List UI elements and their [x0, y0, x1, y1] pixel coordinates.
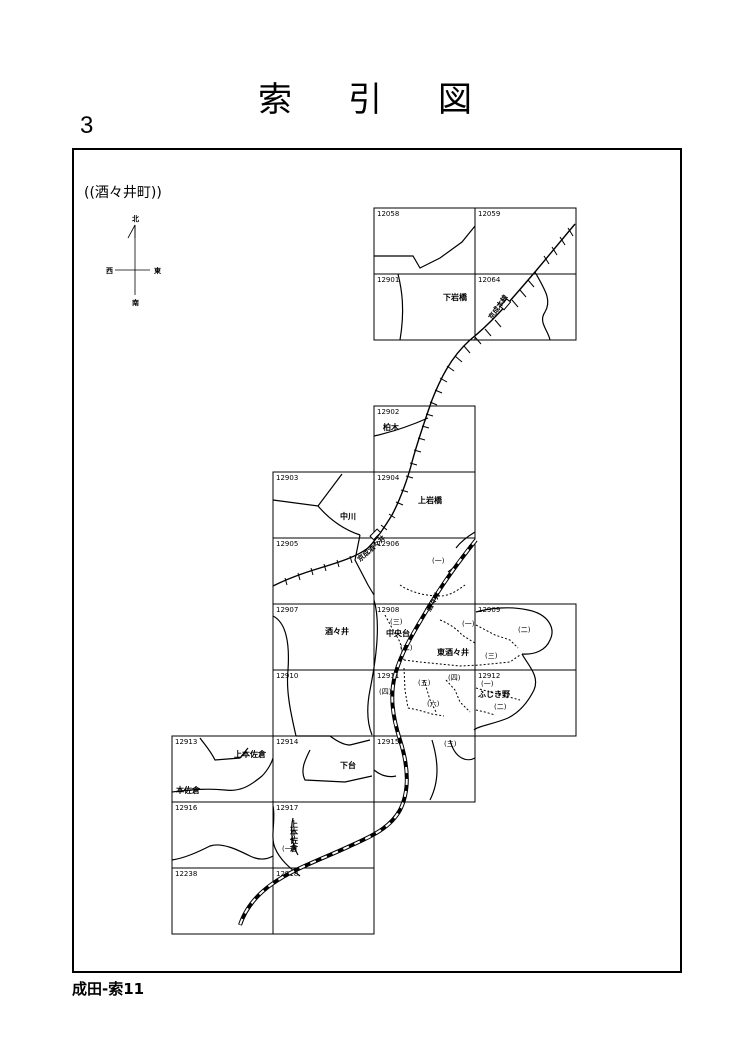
- map-frame: [72, 148, 682, 973]
- district-label: (四): [379, 688, 392, 696]
- jr-shisui-label: 酒々井: [424, 590, 442, 613]
- place-label: 上本佐倉: [234, 749, 267, 759]
- district-label: (二): [400, 644, 413, 652]
- sheet-number: 12059: [478, 210, 500, 218]
- sheet-number: 12904: [377, 474, 400, 482]
- sheet-number: 12064: [478, 276, 501, 284]
- sheet-grid: [171, 207, 577, 935]
- compass-icon: [115, 224, 150, 295]
- district-label: (二): [494, 703, 507, 711]
- title-char-1: 索: [258, 80, 292, 120]
- sheet-number: 12916: [175, 804, 198, 812]
- compass-south: 南: [132, 298, 139, 307]
- district-label: (一): [481, 680, 494, 688]
- sheet-number: 12915: [377, 738, 399, 746]
- keisei-railway: [272, 223, 576, 587]
- sheet-number: 12907: [276, 606, 298, 614]
- district-label: (一): [432, 557, 445, 565]
- sheet-number: 12908: [377, 606, 399, 614]
- district-label: (一): [462, 620, 475, 628]
- title-char-2: 引: [348, 80, 382, 120]
- place-label: 下岩橋: [443, 292, 468, 302]
- compass-east: 東: [154, 266, 162, 275]
- title-char-3: 図: [438, 80, 472, 120]
- district-label: (三): [444, 740, 457, 748]
- sheet-numbers: 12058 12059 12901 12064 12902 12903 1290…: [175, 210, 501, 878]
- compass-north: 北: [132, 214, 139, 223]
- page-title: 索引図: [258, 72, 528, 121]
- district-label: (三): [390, 618, 403, 626]
- district-label: (二): [518, 626, 531, 634]
- keisei-ticks: [284, 227, 574, 586]
- place-label: 東酒々井: [437, 647, 469, 657]
- place-label: ふじき野: [478, 690, 510, 699]
- sheet-number: 12911: [377, 672, 399, 680]
- page-footer: 成田-索11: [72, 980, 145, 998]
- page-number: 3: [80, 112, 94, 139]
- sheet-number: 12905: [276, 540, 298, 548]
- jr-railway: [238, 538, 478, 926]
- sheet-number: 12238: [175, 870, 197, 878]
- district-label: (五): [418, 679, 431, 687]
- sheet-number: 12912: [478, 672, 500, 680]
- boundary-lines: [171, 225, 553, 877]
- sheet-number: 12903: [276, 474, 298, 482]
- district-label: (一): [282, 845, 295, 853]
- place-label: 上岩橋: [418, 495, 443, 505]
- place-label: 柏木: [383, 422, 400, 432]
- sheet-number: 12906: [377, 540, 400, 548]
- sheet-number: 12917: [276, 804, 298, 812]
- sheet-number: 12914: [276, 738, 299, 746]
- place-label: 酒々井: [325, 626, 349, 636]
- sheet-number: 12901: [377, 276, 399, 284]
- place-label: 下台: [340, 760, 356, 770]
- district-label: (四): [448, 674, 461, 682]
- district-label: (六): [427, 699, 440, 708]
- place-label-vertical: 上本佐倉: [289, 819, 299, 853]
- compass-west: 西: [106, 267, 113, 275]
- place-label: 本佐倉: [175, 785, 201, 795]
- station-icon: [499, 298, 512, 311]
- place-label: 中央台: [386, 628, 410, 638]
- district-numerals: (一) (三) (一) (二) (二) (三) (五) (四) (一) (四) …: [282, 557, 531, 853]
- sheet-number: 12909: [478, 606, 500, 614]
- place-label: 中川: [340, 511, 356, 521]
- sheet-number: 12913: [175, 738, 197, 746]
- sheet-number: 12058: [377, 210, 399, 218]
- place-names: 下岩橋 柏木 上岩橋 中川 酒々井 中央台 東酒々井 ふじき野 上本佐倉 本佐倉…: [175, 292, 510, 795]
- station-icon: [369, 528, 382, 541]
- town-label: ((酒々井町)): [84, 185, 162, 201]
- sheet-number: 12902: [377, 408, 399, 416]
- district-label: (三): [485, 652, 498, 660]
